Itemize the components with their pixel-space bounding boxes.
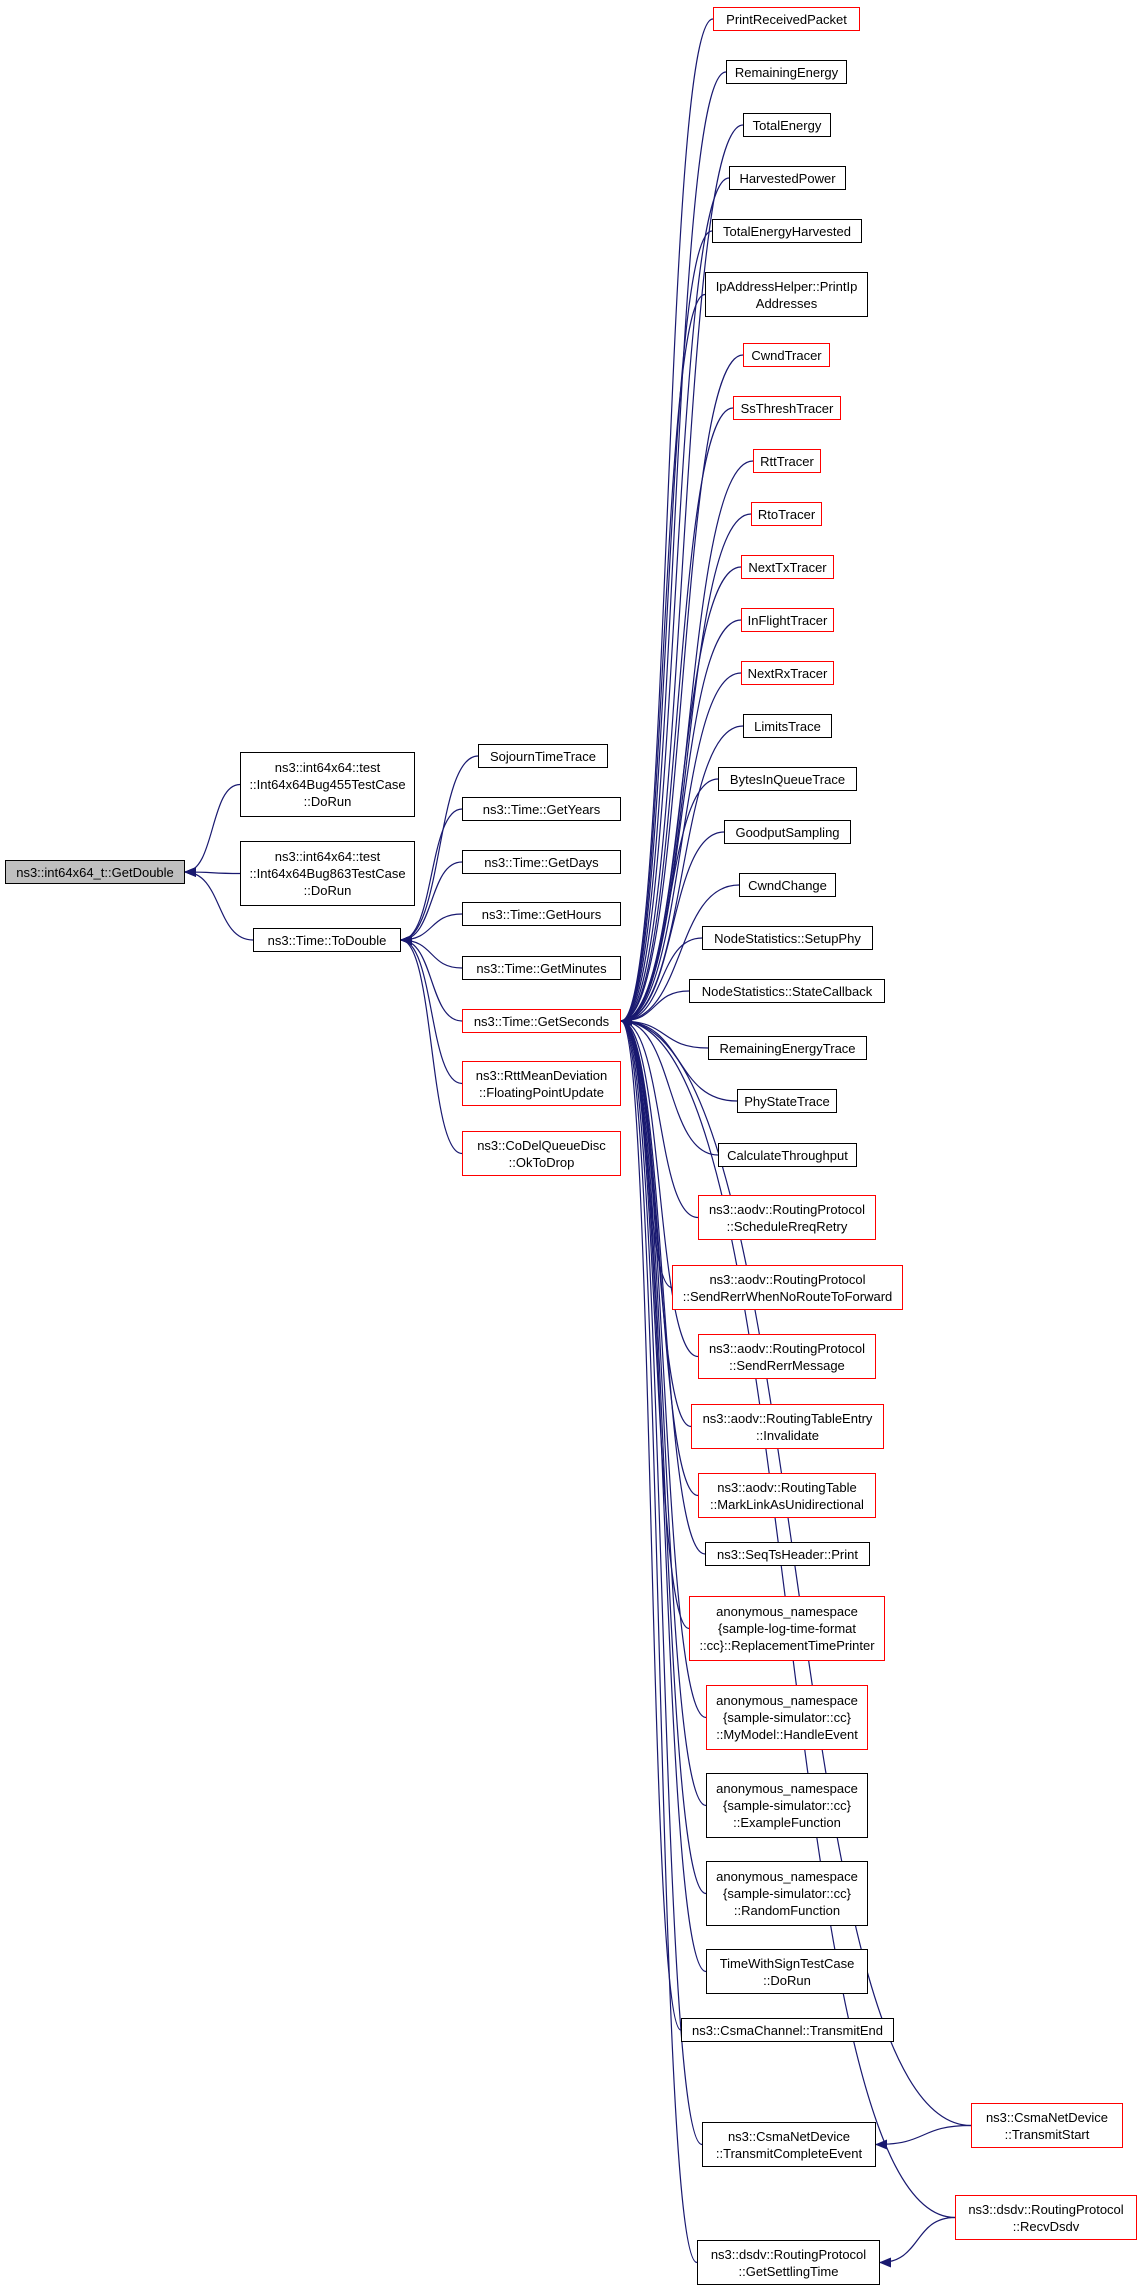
call-edge-40 bbox=[620, 1016, 707, 1719]
node-time-getdays[interactable]: ns3::Time::GetDays bbox=[462, 850, 621, 874]
call-edge-13 bbox=[620, 124, 744, 1026]
node-randomfunction[interactable]: anonymous_namespace {sample-simulator::c… bbox=[706, 1861, 868, 1926]
call-edge-46 bbox=[620, 1016, 972, 2127]
node-phystatetrace[interactable]: PhyStateTrace bbox=[737, 1089, 837, 1113]
node-nexttxtracer[interactable]: NextTxTracer bbox=[741, 555, 834, 579]
call-edge-4 bbox=[400, 808, 463, 945]
node-examplefunction[interactable]: anonymous_namespace {sample-simulator::c… bbox=[706, 1773, 868, 1838]
node-ssthreshtracer[interactable]: SsThreshTracer bbox=[733, 396, 841, 420]
node-calculatethroughput[interactable]: CalculateThroughput bbox=[718, 1143, 857, 1167]
node-totalenergyharvested[interactable]: TotalEnergyHarvested bbox=[712, 219, 862, 243]
call-edge-12 bbox=[620, 71, 727, 1026]
call-edge-26 bbox=[620, 831, 725, 1026]
node-aodv-sendrerrmessage[interactable]: ns3::aodv::RoutingProtocol ::SendRerrMes… bbox=[698, 1334, 876, 1379]
call-edge-0 bbox=[184, 783, 241, 877]
node-ipaddresshelper-printip[interactable]: IpAddressHelper::PrintIp Addresses bbox=[705, 272, 868, 317]
call-edge-18 bbox=[620, 407, 734, 1026]
node-time-gethours[interactable]: ns3::Time::GetHours bbox=[462, 902, 621, 926]
node-nodestatistics-setupphy[interactable]: NodeStatistics::SetupPhy bbox=[702, 926, 873, 950]
node-nextrxtracer[interactable]: NextRxTracer bbox=[741, 661, 834, 685]
node-sojourntimetrace[interactable]: SojournTimeTrace bbox=[478, 744, 608, 768]
call-edge-32 bbox=[620, 1016, 719, 1156]
node-dsdv-recvdsdv[interactable]: ns3::dsdv::RoutingProtocol ::RecvDsdv bbox=[955, 2195, 1137, 2240]
call-edge-2 bbox=[184, 867, 254, 941]
node-csmanetdevice-transmitcompleteevent[interactable]: ns3::CsmaNetDevice ::TransmitCompleteEve… bbox=[702, 2122, 876, 2167]
node-bug455-dorun[interactable]: ns3::int64x64::test ::Int64x64Bug455Test… bbox=[240, 752, 415, 817]
call-edge-23 bbox=[620, 672, 742, 1026]
node-aodv-scheduleRreqRetry[interactable]: ns3::aodv::RoutingProtocol ::ScheduleRre… bbox=[698, 1195, 876, 1240]
call-edge-43 bbox=[620, 1016, 707, 1973]
call-edge-27 bbox=[620, 884, 740, 1026]
node-dsdv-getsettlingtime[interactable]: ns3::dsdv::RoutingProtocol ::GetSettling… bbox=[697, 2240, 880, 2285]
node-rtotracer[interactable]: RtoTracer bbox=[751, 502, 822, 526]
node-seqtsheader-print[interactable]: ns3::SeqTsHeader::Print bbox=[705, 1542, 870, 1566]
call-edge-24 bbox=[620, 725, 744, 1026]
node-root-getdouble[interactable]: ns3::int64x64_t::GetDouble bbox=[5, 860, 185, 884]
call-edge-9 bbox=[400, 935, 463, 1085]
node-csmachannel-transmitend[interactable]: ns3::CsmaChannel::TransmitEnd bbox=[681, 2018, 894, 2042]
node-cwndchange[interactable]: CwndChange bbox=[739, 873, 836, 897]
node-printreceivedpacket[interactable]: PrintReceivedPacket bbox=[713, 7, 860, 31]
call-edge-45 bbox=[620, 1016, 703, 2146]
node-csmanetdevice-transmitstart[interactable]: ns3::CsmaNetDevice ::TransmitStart bbox=[971, 2103, 1123, 2148]
node-inflighttracer[interactable]: InFlightTracer bbox=[741, 608, 834, 632]
call-edge-33 bbox=[620, 1016, 699, 1219]
call-edge-15 bbox=[620, 230, 713, 1026]
node-aodv-routingtableentry-invalidate[interactable]: ns3::aodv::RoutingTableEntry ::Invalidat… bbox=[691, 1404, 884, 1449]
call-edge-11 bbox=[620, 18, 714, 1026]
call-edge-22 bbox=[620, 619, 742, 1026]
call-edge-25 bbox=[620, 778, 719, 1026]
node-time-getyears[interactable]: ns3::Time::GetYears bbox=[462, 797, 621, 821]
node-timewithsigntestcase-dorun[interactable]: TimeWithSignTestCase ::DoRun bbox=[706, 1949, 868, 1994]
node-bytesinqueuetrace[interactable]: BytesInQueueTrace bbox=[718, 767, 857, 791]
node-bug863-dorun[interactable]: ns3::int64x64::test ::Int64x64Bug863Test… bbox=[240, 841, 415, 906]
call-edge-35 bbox=[620, 1016, 699, 1358]
node-harvestedpower[interactable]: HarvestedPower bbox=[729, 166, 846, 190]
call-edge-41 bbox=[620, 1016, 707, 1807]
node-replacementtimeprinter[interactable]: anonymous_namespace {sample-log-time-for… bbox=[689, 1596, 885, 1661]
node-aodv-routingtable-marklink[interactable]: ns3::aodv::RoutingTable ::MarkLinkAsUnid… bbox=[698, 1473, 876, 1518]
call-edge-17 bbox=[620, 354, 744, 1026]
node-mymodel-handleevent[interactable]: anonymous_namespace {sample-simulator::c… bbox=[706, 1685, 868, 1750]
call-edge-14 bbox=[620, 177, 730, 1026]
node-remainingenergytrace[interactable]: RemainingEnergyTrace bbox=[708, 1036, 867, 1060]
node-limitstrace[interactable]: LimitsTrace bbox=[743, 714, 832, 738]
call-edge-28 bbox=[620, 937, 703, 1026]
call-edge-42 bbox=[620, 1016, 707, 1895]
node-time-getseconds[interactable]: ns3::Time::GetSeconds bbox=[462, 1009, 621, 1033]
node-time-getminutes[interactable]: ns3::Time::GetMinutes bbox=[462, 956, 621, 980]
call-edge-37 bbox=[620, 1016, 699, 1497]
node-codelqueuedisc[interactable]: ns3::CoDelQueueDisc ::OkToDrop bbox=[462, 1131, 621, 1176]
node-rttmeandeviation[interactable]: ns3::RttMeanDeviation ::FloatingPointUpd… bbox=[462, 1061, 621, 1106]
call-edge-38 bbox=[620, 1016, 706, 1555]
node-aodv-sendrerrwhennoroute[interactable]: ns3::aodv::RoutingProtocol ::SendRerrWhe… bbox=[672, 1265, 903, 1310]
call-edge-50 bbox=[879, 2216, 956, 2268]
call-edge-48 bbox=[620, 1016, 698, 2264]
node-cwndtracer[interactable]: CwndTracer bbox=[743, 343, 830, 367]
node-nodestatistics-statecallback[interactable]: NodeStatistics::StateCallback bbox=[689, 979, 885, 1003]
node-time-todouble[interactable]: ns3::Time::ToDouble bbox=[253, 928, 401, 952]
call-edge-21 bbox=[620, 566, 742, 1026]
call-edge-3 bbox=[400, 755, 479, 945]
node-goodputsampling[interactable]: GoodputSampling bbox=[724, 820, 851, 844]
call-edge-20 bbox=[620, 513, 752, 1026]
call-edge-16 bbox=[620, 293, 706, 1026]
node-totalenergy[interactable]: TotalEnergy bbox=[743, 113, 831, 137]
call-edge-36 bbox=[620, 1016, 692, 1428]
call-edge-10 bbox=[400, 935, 463, 1155]
node-remainingenergy[interactable]: RemainingEnergy bbox=[726, 60, 847, 84]
call-edge-49 bbox=[875, 2124, 972, 2150]
node-rtttracer[interactable]: RttTracer bbox=[753, 449, 821, 473]
